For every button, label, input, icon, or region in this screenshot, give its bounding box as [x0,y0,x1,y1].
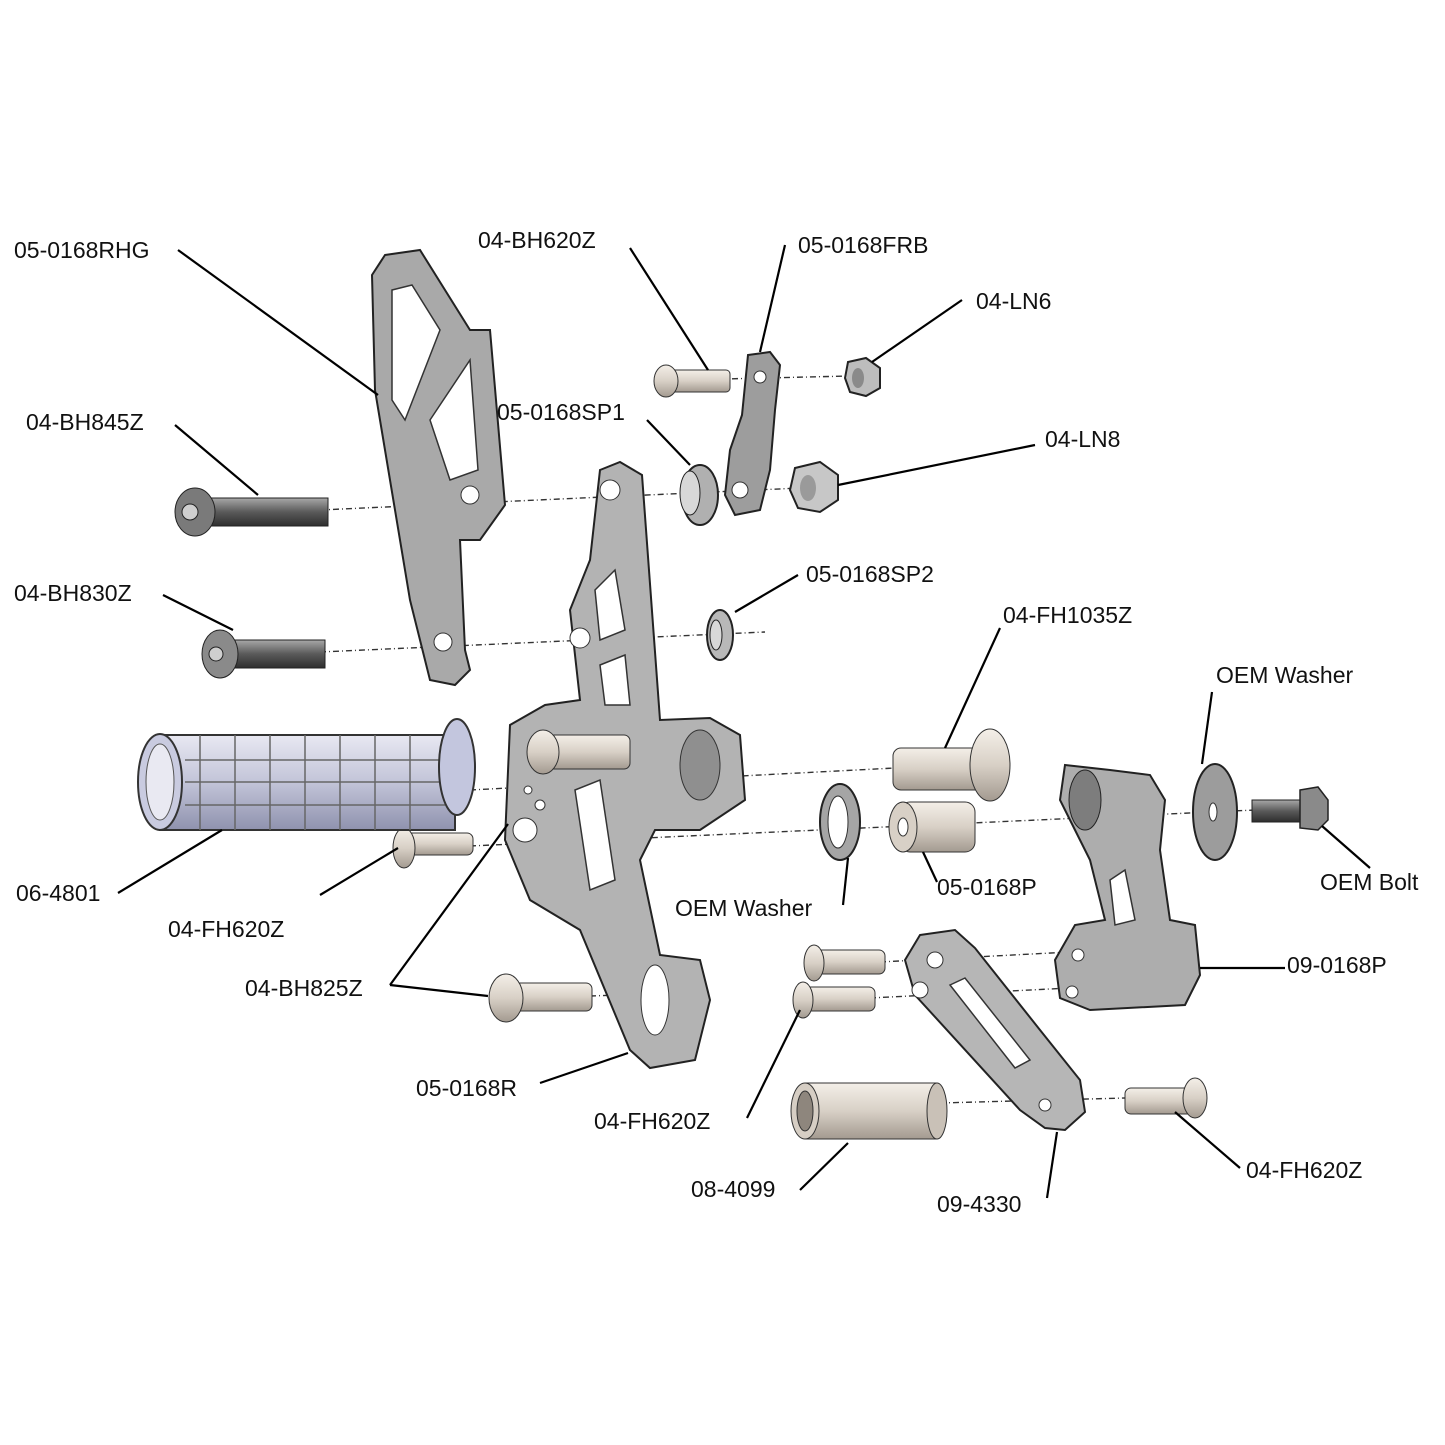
label-bh825z: 04-BH825Z [245,975,363,1001]
label-r: 05-0168R [416,1075,518,1101]
label-spacer: 08-4099 [691,1176,776,1202]
shift-arm-part [903,928,1087,1132]
label-ln6: 04-LN6 [976,288,1052,314]
sleeve-part [790,1082,948,1140]
label-bh620z: 04-BH620Z [478,227,596,253]
label-oem-washer-mid: OEM Washer [675,895,813,921]
leader-lines [117,244,1371,1199]
nut-ln6-part [843,356,881,398]
bolt-fh620z-c-part [1124,1077,1208,1119]
label-fh620z-a: 04-FH620Z [168,916,285,942]
label-sp2: 05-0168SP2 [806,561,934,587]
label-rhg: 05-0168RHG [14,237,150,263]
spacer-sp1-part [679,464,719,526]
pivot-part [888,801,976,853]
foot-peg-part [137,718,476,831]
label-fh620z-c: 04-FH620Z [1246,1157,1363,1183]
bolt-bh845z-part [174,487,329,537]
label-oem-washer-top: OEM Washer [1216,662,1354,688]
label-09-0168p: 09-0168P [1287,952,1387,978]
bolt-bh825z-part [488,973,593,1023]
label-grip: 06-4801 [16,880,101,906]
heel-guard-part [370,248,507,687]
bolt-fh620z-b-part [792,944,886,1019]
label-fh1035z: 04-FH1035Z [1003,602,1133,628]
nut-ln8-part [788,460,839,514]
bolt-bh620z-part [653,364,731,398]
oem-washer-top-part [1192,763,1238,861]
bolt-fh1035z-part [892,728,1011,802]
label-bh845z: 04-BH845Z [26,409,144,435]
label-p: 05-0168P [937,874,1037,900]
label-sp1: 05-0168SP1 [497,399,625,425]
spacer-sp2-part [706,609,734,661]
label-ln8: 04-LN8 [1045,426,1121,452]
bolt-bh830z-part [201,629,326,679]
bolt-fh620z-a-part [392,827,474,869]
oem-washer-mid-part [819,783,861,861]
bolt-inner-rearset-part [526,729,631,775]
label-oem-bolt: OEM Bolt [1320,869,1419,895]
label-fh620z-b: 04-FH620Z [594,1108,711,1134]
pivot-bracket-part [1053,763,1202,1012]
oem-bolt-part [1251,786,1329,831]
label-bh830z: 04-BH830Z [14,580,132,606]
label-link: 09-4330 [937,1191,1022,1217]
link-bracket-part [723,350,782,517]
label-frb: 05-0168FRB [798,232,929,258]
